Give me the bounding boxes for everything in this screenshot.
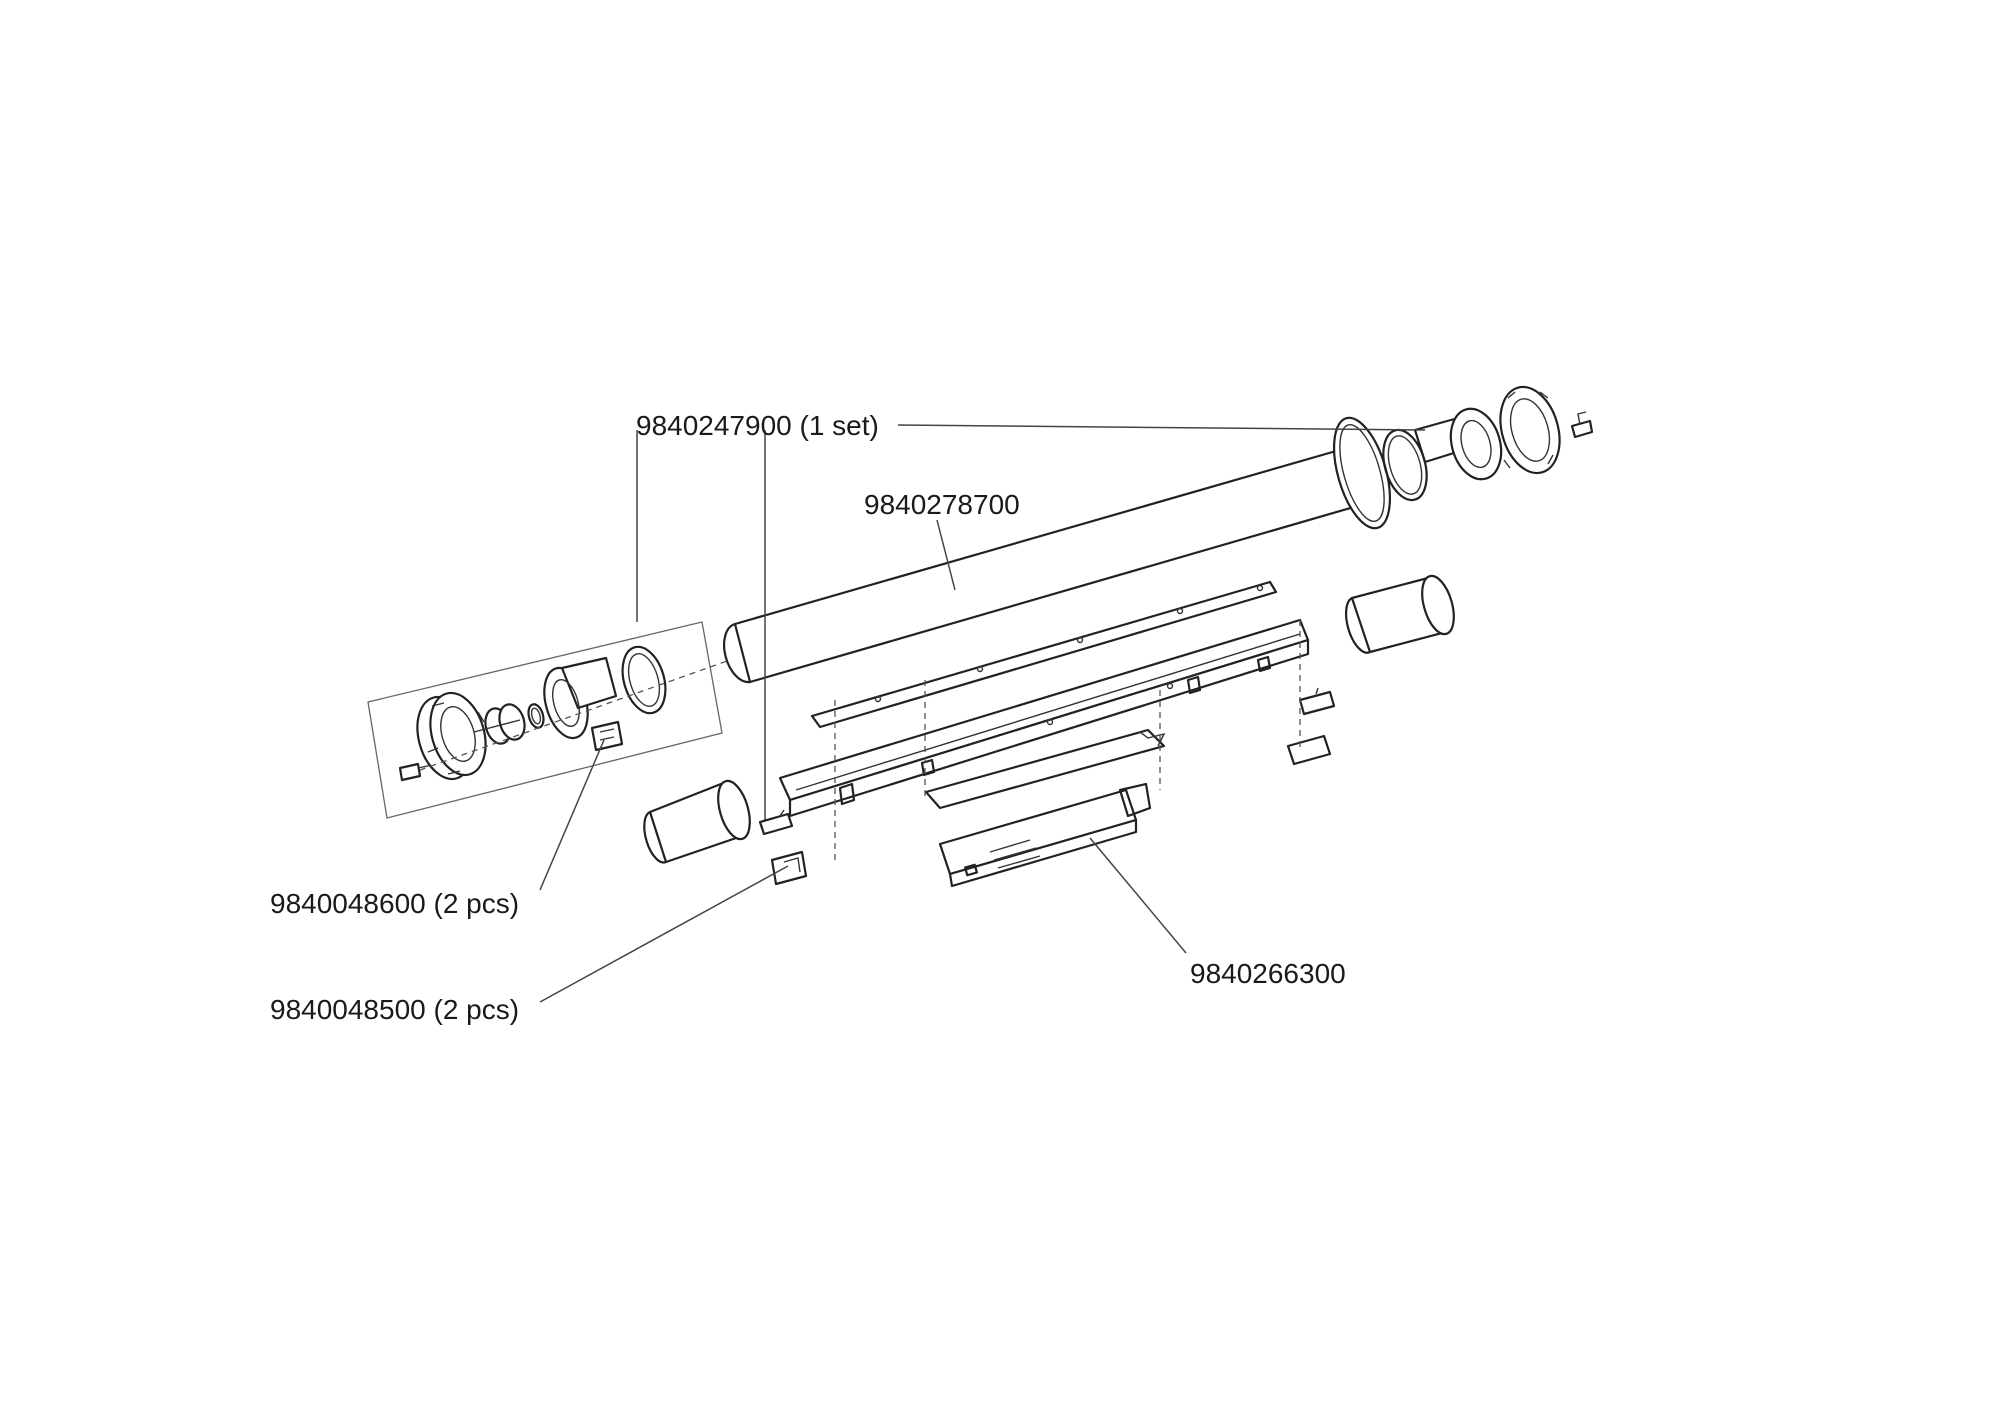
clip-left-upper [758, 809, 794, 836]
callout-clip-a: 9840048600 (2 pcs) [270, 888, 519, 919]
leader-end-cap-set [897, 424, 1426, 431]
end-cap-assembly-right [1413, 385, 1594, 481]
clip-right-lower [1286, 734, 1332, 766]
sleeve-left [643, 779, 751, 864]
gear-tray [938, 782, 1152, 888]
sleeve-right [1344, 574, 1455, 654]
callout-clip-b: 9840048500 (2 pcs) [270, 994, 519, 1025]
clip-left-lower [770, 850, 808, 886]
clip-right-upper [1298, 687, 1336, 716]
end-cap-assembly-left [398, 645, 667, 782]
end-cap-set-frame [367, 621, 723, 819]
channel-tray [778, 618, 1310, 818]
callout-tube: 9840278700 [864, 489, 1020, 520]
leader-tube [936, 519, 956, 591]
leader-clip-b [539, 865, 789, 1003]
leader-gear-tray [1089, 837, 1187, 954]
main-tube [722, 416, 1392, 684]
callout-end-cap-set: 9840247900 (1 set) [636, 410, 879, 441]
leader-clip-a [539, 739, 605, 891]
reflector-strip [810, 580, 1278, 729]
mounting-bracket [924, 728, 1166, 810]
callout-gear-tray: 9840266300 [1190, 958, 1346, 989]
